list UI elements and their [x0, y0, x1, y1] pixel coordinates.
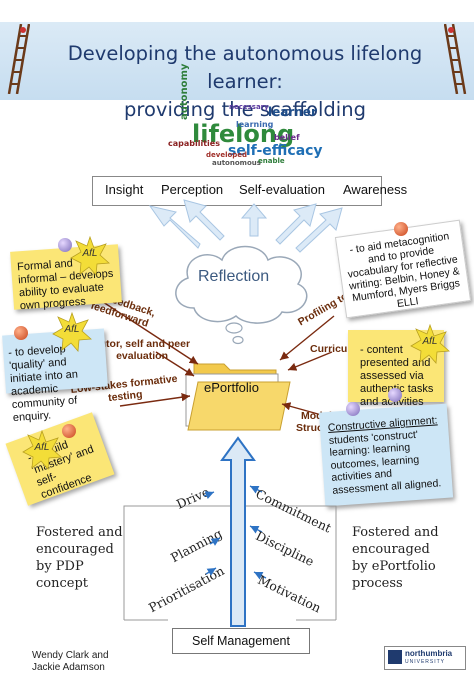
upward-arrow-icon: [220, 436, 256, 627]
reflection-cloud: [175, 245, 308, 345]
pin-icon: [14, 326, 28, 340]
ladder-left-icon: [7, 24, 30, 94]
afl-star-icon: [52, 311, 92, 352]
wordcloud-autonomous: autonomous: [212, 159, 261, 167]
label-tutor-line2: evaluation: [116, 350, 168, 362]
wordcloud-belief: belief: [274, 133, 300, 142]
wordcloud-necessary: necessary: [229, 103, 269, 111]
afl-label: AfL: [422, 336, 438, 347]
wordcloud-self-efficacy: self-efficacy: [228, 143, 323, 159]
wordcloud-capabilities: capabilities: [168, 139, 220, 148]
pin-icon: [346, 402, 360, 416]
authors: Wendy Clark and Jackie Adamson: [32, 650, 109, 674]
wordcloud-lifelong: lifelong: [192, 120, 295, 148]
eportfolio-label: ePortfolio: [204, 380, 259, 395]
page-title: Developing the autonomous lifelong learn…: [60, 40, 430, 124]
author-line-2: Jackie Adamson: [32, 662, 105, 673]
afl-label: AfL: [64, 324, 80, 335]
label-tutor-evaluation: Tutor, self and peer evaluation: [94, 338, 190, 362]
afl-label: AfL: [82, 248, 98, 259]
title-line-2: providing the scaffolding: [124, 98, 366, 121]
ladder-right-icon: [444, 24, 467, 94]
outcome-awareness: Awareness: [343, 182, 408, 197]
afl-star-icon: [22, 429, 62, 470]
outcome-self-evaluation: Self-evaluation: [239, 182, 325, 197]
eportfolio-folder-icon: [185, 363, 291, 431]
afl-badge: AfL: [70, 235, 110, 276]
wordcloud-enable: enable: [258, 157, 285, 165]
logo-name: northumbria: [405, 649, 453, 658]
wordcloud-learning: learning: [236, 120, 274, 129]
outcome-perception: Perception: [161, 182, 224, 197]
pin-icon: [58, 238, 72, 252]
logo-mark-icon: [388, 650, 402, 664]
title-line-1: Developing the autonomous lifelong learn…: [67, 42, 423, 93]
afl-star-icon: [410, 323, 450, 364]
logo-sub: UNIVERSITY: [405, 659, 446, 665]
outcomes-box: Insight Perception Self-evaluation Aware…: [92, 176, 407, 206]
title-banner: [0, 22, 474, 100]
pdp-concept-text: Fostered and encouraged by PDP concept: [36, 525, 123, 591]
author-line-1: Wendy Clark and: [32, 650, 109, 661]
pin-icon: [62, 424, 76, 438]
pin-icon: [388, 388, 402, 402]
wordcloud-learner: learner: [268, 105, 317, 119]
label-tutor-line1: Tutor, self and peer: [94, 338, 191, 350]
university-logo: northumbria UNIVERSITY: [384, 646, 466, 670]
pin-icon: [394, 222, 408, 236]
afl-label: AfL: [34, 442, 50, 453]
eportfolio-process-text: Fostered and encouraged by ePortfolio pr…: [352, 525, 439, 591]
afl-badge: AfL: [410, 323, 450, 364]
reflection-label: Reflection: [198, 268, 270, 285]
afl-badge: AfL: [52, 311, 92, 352]
afl-badge: AfL: [22, 429, 62, 470]
self-management-box: Self Management: [172, 628, 310, 654]
afl-star-icon: [70, 235, 110, 276]
outcome-insight: Insight: [105, 182, 144, 197]
wordcloud-developed: developed: [206, 151, 248, 159]
